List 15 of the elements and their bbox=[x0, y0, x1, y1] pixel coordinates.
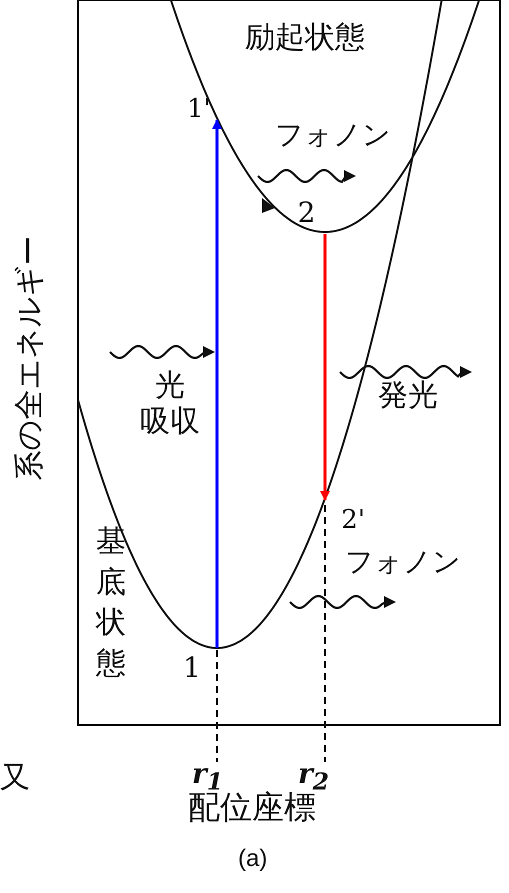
point-label: 1 bbox=[183, 648, 217, 688]
caption: (a) bbox=[238, 845, 268, 874]
point-label: 2' bbox=[325, 500, 365, 540]
point-label: 1' bbox=[187, 98, 217, 120]
phonon-label: フォノン bbox=[345, 545, 461, 579]
state-label: 励起状態 bbox=[245, 20, 365, 56]
emission-label: 発光 bbox=[378, 378, 438, 414]
transition-arrow bbox=[212, 119, 222, 648]
transition-arrow bbox=[320, 234, 330, 501]
point-label: 2 bbox=[288, 192, 325, 234]
text-fragment: 又 bbox=[0, 760, 30, 796]
axis-label: 系の全エネルギー bbox=[12, 234, 48, 482]
state-label: 基底状態 bbox=[96, 523, 126, 682]
phonon-label: フォノン bbox=[275, 118, 391, 152]
absorption-label: 光吸収 bbox=[140, 368, 201, 440]
